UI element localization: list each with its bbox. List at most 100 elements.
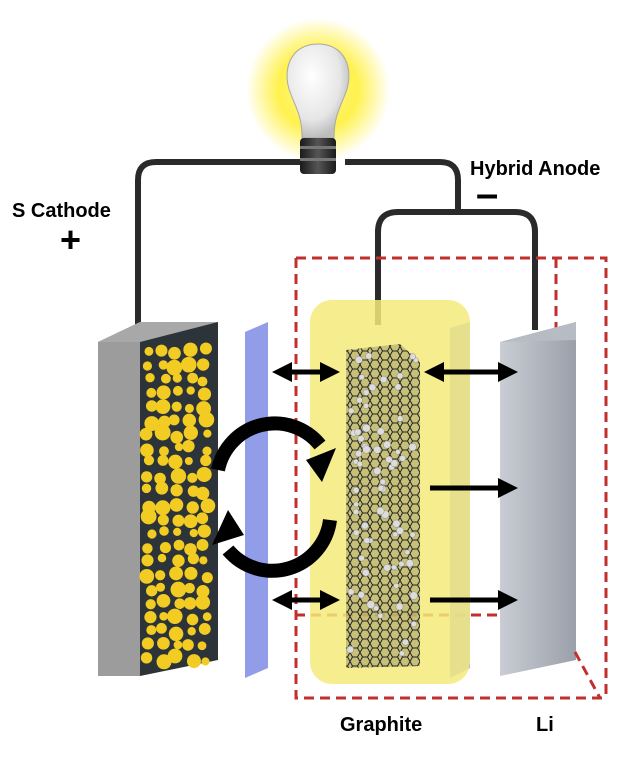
sulfur-particle (142, 361, 153, 371)
lithium-ion (408, 443, 417, 452)
lithium-ion (362, 445, 371, 454)
sulfur-particle (157, 454, 169, 466)
sulfur-particle (147, 529, 157, 539)
lithium-ion (396, 415, 404, 422)
lithium-ion (352, 486, 360, 494)
sulfur-particle (157, 553, 167, 563)
sulfur-particle (184, 566, 198, 580)
anode-split-wire (375, 209, 538, 330)
sulfur-particle (203, 429, 212, 438)
lithium-ion (394, 383, 402, 391)
sulfur-particle (183, 425, 198, 440)
sulfur-particle (201, 572, 213, 584)
sulfur-particle (159, 446, 169, 457)
sulfur-particle (196, 358, 210, 371)
cycle-arrows-icon (211, 416, 337, 578)
sulfur-particle (199, 342, 212, 355)
lithium-ion (377, 484, 385, 492)
lithium-ion (354, 428, 362, 436)
cathode-label: S Cathode (12, 200, 111, 222)
lithium-ion (348, 407, 355, 414)
lithium-ion (362, 423, 371, 433)
sulfur-particle (144, 611, 157, 624)
sulfur-particle (144, 346, 154, 356)
sulfur-particle (187, 627, 196, 636)
sulfur-particle (140, 652, 153, 664)
sulfur-particle (182, 439, 195, 453)
sulfur-particle (157, 514, 169, 526)
lithium-ion (355, 450, 363, 458)
lithium-ion (366, 600, 375, 609)
lithium-ion (396, 372, 404, 380)
sulfur-particle (198, 623, 211, 635)
arrow-right-icon (430, 478, 518, 610)
lithium-ion (404, 549, 411, 556)
anode-main-wire (345, 159, 461, 212)
sulfur-particle (186, 501, 199, 514)
sulfur-particle (146, 387, 157, 398)
lithium-ion (363, 537, 371, 544)
sulfur-particle (159, 611, 169, 621)
lithium-ion (399, 650, 405, 657)
sulfur-particle (168, 454, 183, 469)
sulfur-particle (155, 500, 171, 516)
sulfur-particle (196, 466, 212, 482)
sulfur-particle (196, 512, 209, 525)
sulfur-particle (173, 640, 183, 650)
lithium-ion (409, 353, 416, 360)
lithium-ion (410, 620, 417, 628)
lithium-ion (363, 402, 369, 409)
sulfur-particle (173, 385, 183, 396)
lithium-ion (392, 531, 399, 538)
lithium-ion (361, 522, 369, 530)
lithium-ion (380, 375, 388, 384)
sulfur-particle (172, 514, 185, 527)
sulfur-particle (186, 386, 195, 395)
lithium-ion (368, 383, 377, 392)
sulfur-particle (145, 373, 155, 383)
lithium-ion (354, 355, 363, 364)
lithium-ion (383, 563, 391, 572)
sulfur-particle (187, 553, 200, 565)
sulfur-particle (183, 597, 197, 610)
sulfur-particle (156, 654, 172, 670)
lithium-ion (376, 427, 385, 436)
sulfur-particle (197, 524, 211, 538)
sulfur-particle (202, 446, 212, 456)
sulfur-particle (156, 622, 167, 634)
sulfur-particle (196, 585, 210, 598)
sulfur-particle (174, 442, 184, 452)
sulfur-particle (155, 481, 169, 495)
lithium-ion (362, 389, 370, 396)
sulfur-particle (172, 373, 182, 383)
sulfur-particle (201, 657, 210, 666)
sulfur-particle (169, 498, 184, 512)
lithium-ion (356, 396, 363, 404)
negative-sign: – (476, 172, 499, 216)
sulfur-particle (186, 654, 201, 669)
lithium-ions (346, 352, 419, 657)
sulfur-particle (141, 483, 152, 494)
sulfur-particle (187, 372, 199, 384)
lithium-ion (373, 605, 380, 612)
lithium-ion (357, 591, 365, 599)
lithium-ion (346, 645, 354, 654)
sulfur-particle (184, 543, 197, 556)
lithium-ion (353, 501, 359, 508)
sulfur-particle (145, 400, 158, 412)
graphite-stack (346, 344, 420, 668)
sulfur-particle (156, 385, 171, 400)
lithium-ion (405, 559, 414, 568)
sulfur-particle (197, 387, 212, 401)
sulfur-particle (183, 342, 198, 357)
sulfur-particle (184, 456, 193, 465)
sulfur-particle (186, 613, 199, 626)
sulfur-particle (174, 598, 186, 609)
sulfur-particle (167, 648, 183, 664)
sulfur-particle (140, 471, 153, 483)
sulfur-particle (173, 539, 185, 551)
lithium-ion (373, 445, 382, 454)
sulfur-particle (170, 484, 183, 497)
sulfur-particle (141, 554, 154, 567)
sulfur-particle (142, 543, 153, 554)
